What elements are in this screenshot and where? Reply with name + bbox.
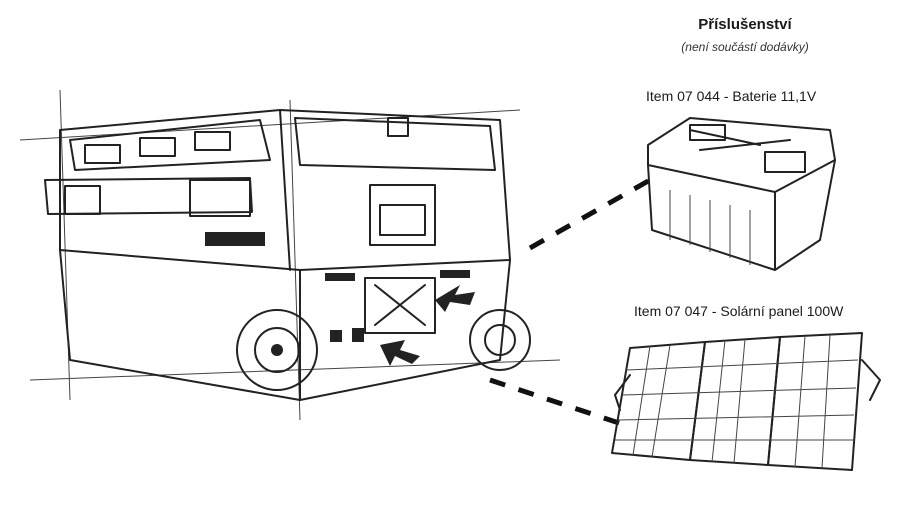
- connector-solar: [489, 377, 626, 428]
- solar-panel-illustration: [611, 332, 881, 471]
- solar-panel-item-label: Item 07 047 - Solární panel 100W: [634, 303, 844, 319]
- portable-fridge-illustration: [19, 89, 561, 421]
- battery-item-label: Item 07 044 - Baterie 11,1V: [646, 88, 817, 104]
- accessories-subtitle: (není součástí dodávky): [681, 40, 809, 54]
- connector-battery: [528, 177, 652, 251]
- accessories-title: Příslušenství: [698, 16, 792, 33]
- battery-pack-illustration: [647, 117, 836, 271]
